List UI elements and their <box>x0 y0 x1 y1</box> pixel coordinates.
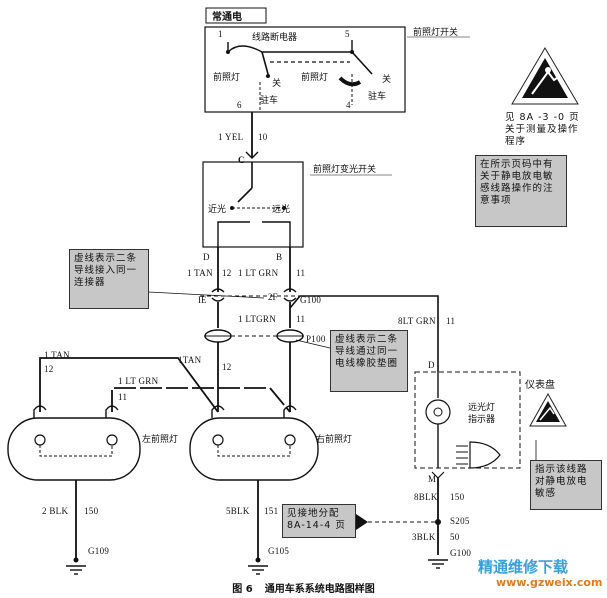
esd-warning-icon <box>511 47 579 105</box>
right-headlamp-pos: 前照灯 <box>301 71 328 83</box>
breaker-label: 线路断电器 <box>252 31 297 43</box>
pin-6: 6 <box>237 100 242 110</box>
left-headlamp-label: 左前照灯 <box>142 433 178 445</box>
bot-gnd-wire: 3BLK <box>412 532 436 542</box>
headlamp-switch-box <box>204 26 406 113</box>
ind-gnd-wire: 8BLK <box>414 492 438 502</box>
watermark-url: www.gzweix.com <box>496 576 603 589</box>
wire-tan-12-name: 1 TAN <box>187 268 213 278</box>
left-headlamp <box>7 417 141 481</box>
wire-8lt-num: 11 <box>446 316 455 326</box>
note-esd-page: 在所示页码中有关于静电放电敏感线路操作的注意事项 <box>475 155 567 227</box>
wire-8lt-name: 8LT GRN <box>398 316 436 326</box>
park-right-label: 驻车 <box>368 90 386 102</box>
power-box <box>205 7 267 24</box>
connector-g100: G100 <box>300 295 321 305</box>
wire-ltgrn2-name: 1 LTGRN <box>238 314 276 324</box>
note-ground-ref: 见接地分配 8A-14-4 页 <box>282 504 356 538</box>
wire-yel-name: 1 YEL <box>218 132 243 142</box>
pin-5: 5 <box>345 29 350 39</box>
indicator-d: D <box>428 360 435 370</box>
dimmer-d: D <box>203 252 210 262</box>
watermark-cn: 精通维修下载 <box>478 558 569 576</box>
wire-ltgrn-left-name: 1 LT GRN <box>118 376 159 386</box>
bot-gnd-g: G100 <box>450 548 471 558</box>
pin-1: 1 <box>218 29 223 39</box>
wire-tan-mid-name: 1TAN <box>178 355 202 365</box>
right-headlamp-label: 右前照灯 <box>316 433 352 445</box>
wire-tan-mid-num: 12 <box>222 362 232 372</box>
headlamp-switch-title: 前照灯开关 <box>413 26 458 38</box>
left-headlamp-pos: 前照灯 <box>213 71 240 83</box>
wire-ltgrn2-num: 11 <box>296 314 305 324</box>
dimmer-title: 前照灯变光开关 <box>313 163 376 175</box>
note-dash-grommet: 虚线表示二条导线通过同一电线橡胶垫圈 <box>330 330 408 392</box>
indicator-title-1: 远光灯 <box>468 401 495 413</box>
figure-number: 图 6 <box>232 584 253 595</box>
left-gnd-g: G109 <box>88 546 109 556</box>
right-gnd-num: 151 <box>264 506 278 516</box>
ind-gnd-num: 150 <box>450 492 465 502</box>
left-gnd-wire: 2 BLK <box>42 506 68 516</box>
left-gnd-num: 150 <box>84 506 99 516</box>
dimmer-b: B <box>276 252 282 262</box>
wire-ltgrn-11-name: 1 LT GRN <box>238 268 279 278</box>
high-beam-icon <box>469 441 501 469</box>
instrument-panel-label: 仪表盘 <box>525 378 555 391</box>
right-headlamp <box>189 417 319 481</box>
park-left-label: 驻车 <box>260 94 278 106</box>
note-esd-ref: 见 8A -3 -0 页关于测量及操作程序 <box>505 112 580 147</box>
esd-panel-icon <box>529 392 567 427</box>
connector-ie: IE <box>198 295 207 305</box>
wire-tan-left-num: 12 <box>44 364 54 374</box>
wire-tan-left-name: 1 TAN <box>44 350 70 360</box>
instrument-panel-box <box>414 371 521 469</box>
connector-2f: 2F <box>268 292 278 302</box>
wire-ltgrn-11-num: 11 <box>296 268 305 278</box>
wire-tan-12-num: 12 <box>222 268 232 278</box>
power-label: 常通电 <box>212 10 242 23</box>
dimmer-switch-box <box>202 161 304 248</box>
splice-s205: S205 <box>450 516 470 526</box>
right-gnd-g: G105 <box>268 546 289 556</box>
grommet-p100: P100 <box>306 334 326 344</box>
pin-4: 4 <box>346 100 351 110</box>
off-right-label: 关 <box>382 73 391 85</box>
note-esd-panel: 指示该线路对静电放电敏感 <box>530 460 602 510</box>
indicator-lamp <box>425 399 451 425</box>
wire-ltgrn-left-num: 11 <box>118 392 127 402</box>
splice-dot <box>435 519 441 525</box>
dimmer-high: 远光 <box>272 203 290 215</box>
right-gnd-wire: 5BLK <box>226 506 250 516</box>
note-dash-two-wires: 虚线表示二条导线接入同一连接器 <box>69 249 149 309</box>
bot-gnd-num: 50 <box>450 532 460 542</box>
figure-caption: 图 6 通用车系系统电路图样图 <box>0 580 607 595</box>
dimmer-c: C <box>238 155 245 165</box>
dimmer-low: 近光 <box>208 203 226 215</box>
indicator-m: M <box>428 474 436 484</box>
wire-yel-num: 10 <box>258 132 268 142</box>
off-left-label: 关 <box>272 77 281 89</box>
indicator-title-2: 指示器 <box>468 413 495 425</box>
figure-title: 通用车系系统电路图样图 <box>264 584 375 595</box>
